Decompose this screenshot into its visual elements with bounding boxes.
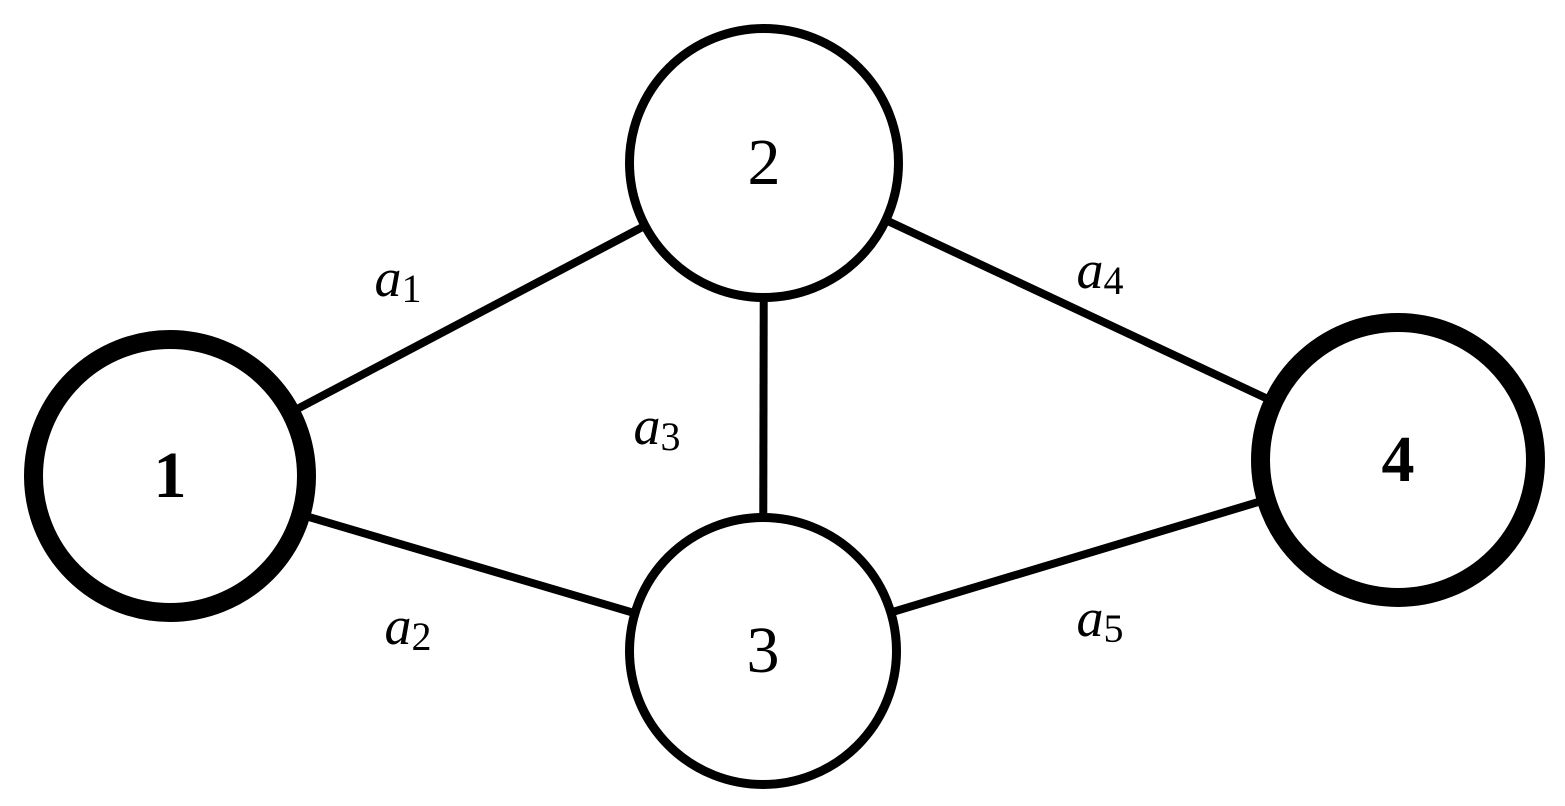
node-2: 2 [625, 24, 903, 302]
edge-label-a5-base: a [1076, 588, 1104, 648]
node-1: 1 [24, 330, 316, 622]
edge-label-a3-sub: 3 [660, 414, 681, 459]
node-4-label: 4 [1381, 423, 1415, 496]
edge-label-a2: a2 [385, 599, 432, 657]
edge-label-a4-sub: 4 [1103, 258, 1124, 303]
edge-label-a3-base: a [633, 396, 661, 456]
node-4: 4 [1251, 313, 1545, 607]
node-3: 3 [625, 513, 901, 789]
edge-label-a2-sub: 2 [411, 614, 432, 659]
edge-label-a1-sub: 1 [401, 266, 422, 311]
edge-label-a3: a3 [634, 399, 681, 457]
edge-label-a4-base: a [1076, 240, 1104, 300]
edge-label-a2-base: a [384, 596, 412, 656]
node-2-label: 2 [747, 126, 781, 199]
edge-label-a4: a4 [1077, 243, 1124, 301]
node-3-label: 3 [746, 614, 780, 687]
edge-label-a1-base: a [374, 248, 402, 308]
edge-label-a5: a5 [1077, 591, 1124, 649]
edge-label-a1: a1 [375, 251, 422, 309]
node-1-label: 1 [153, 439, 187, 512]
edge-label-a5-sub: 5 [1103, 606, 1124, 651]
